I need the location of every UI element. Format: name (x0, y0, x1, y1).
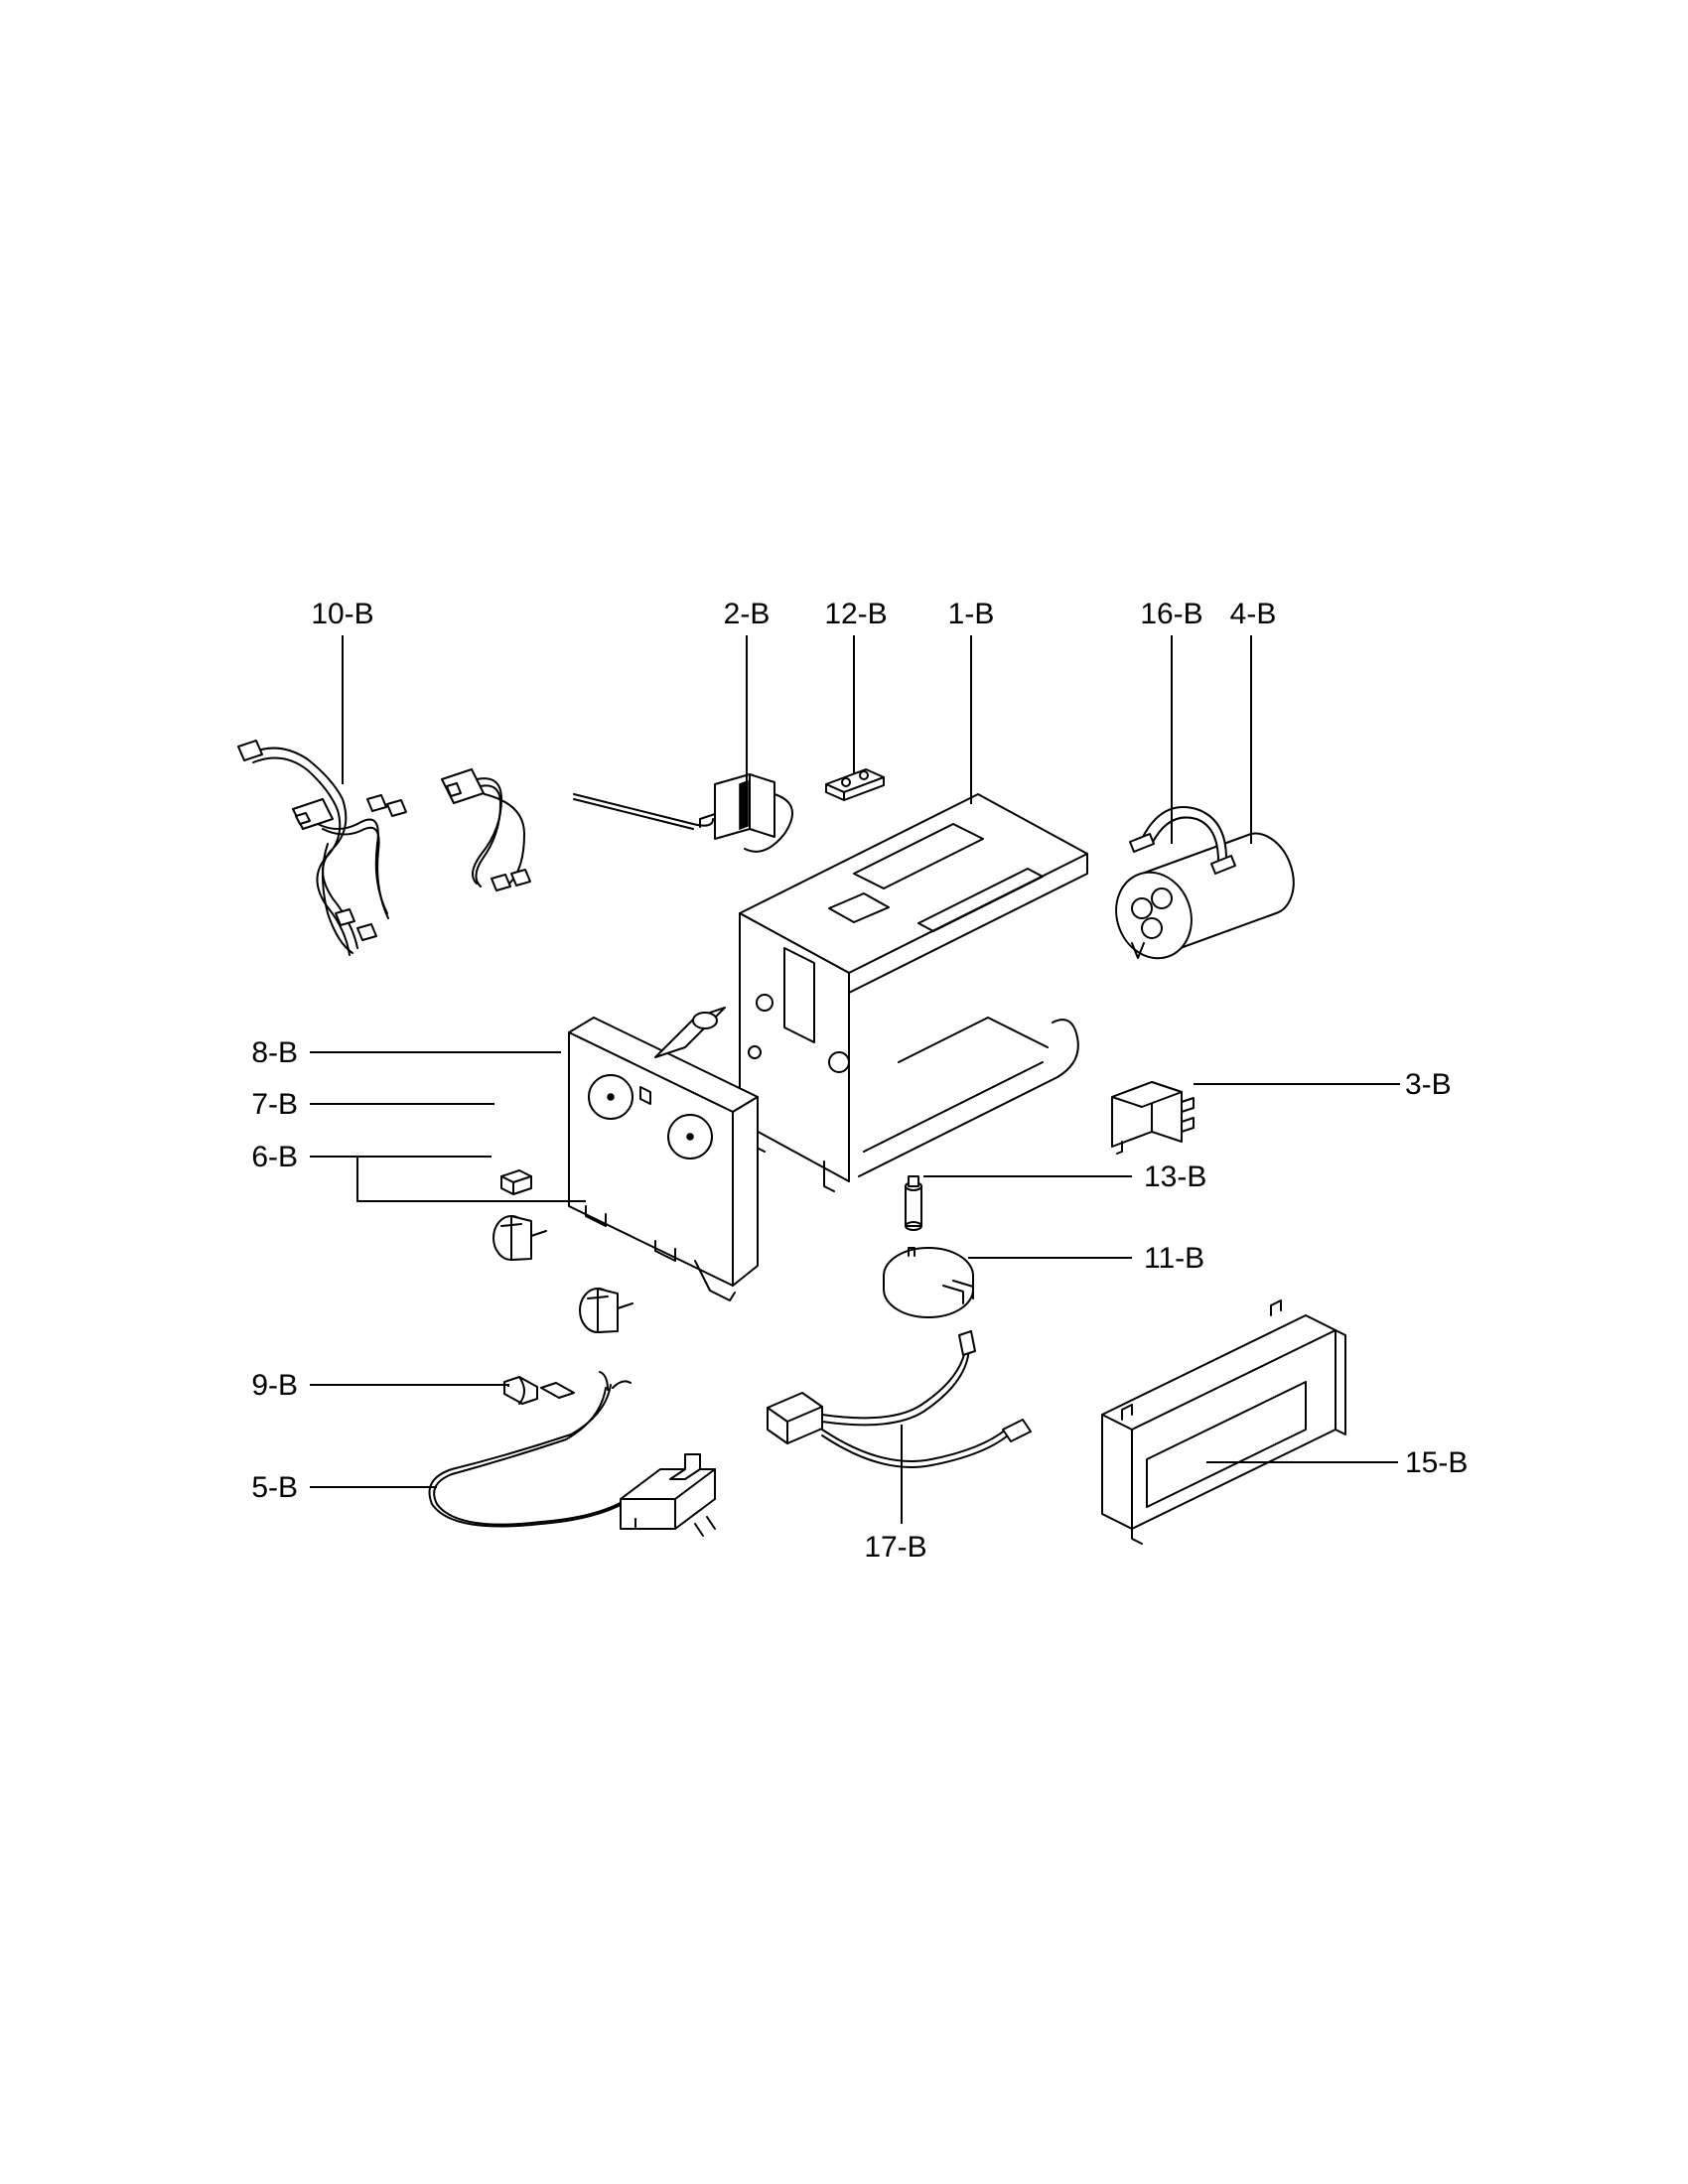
callout-2b: 2-B (724, 598, 771, 630)
part-5b-power-cord (428, 1371, 716, 1537)
callout-6b: 6-B (251, 1141, 298, 1173)
callout-1b: 1-B (948, 598, 995, 630)
part-9b-cord-clamp (503, 1376, 575, 1405)
callout-17b: 17-B (864, 1531, 926, 1564)
part-7b-small-switch (500, 1169, 532, 1195)
part-2b-thermostat (573, 773, 793, 853)
part-8b-control-bracket (568, 1007, 759, 1301)
callout-3b: 3-B (1405, 1068, 1452, 1101)
callout-11b: 11-B (1144, 1242, 1204, 1275)
part-3b-switch (1111, 1081, 1195, 1155)
callout-15b: 15-B (1405, 1446, 1468, 1479)
part-1b-chassis (739, 793, 1088, 1192)
callout-4b: 4-B (1230, 598, 1277, 630)
callout-8b: 8-B (251, 1036, 298, 1069)
callout-5b: 5-B (251, 1471, 298, 1504)
part-11b-timer-motor (883, 1247, 974, 1318)
part-10b-wire-harness (237, 740, 531, 956)
callout-7b: 7-B (251, 1088, 298, 1121)
part-6b-knob-lower (579, 1288, 633, 1333)
leader-lines (310, 635, 1400, 1524)
callout-labels: 10-B 2-B 12-B 1-B 16-B 4-B 8-B 7-B 6-B 3… (251, 598, 1468, 1564)
part-4b-capacitor (1115, 832, 1295, 960)
callout-9b: 9-B (251, 1369, 298, 1402)
part-17b-wire-harness (767, 1330, 1032, 1468)
part-6b-knob-upper (492, 1215, 547, 1261)
callout-12b: 12-B (824, 598, 887, 630)
part-15b-cover-plate (1101, 1299, 1346, 1545)
callout-13b: 13-B (1144, 1160, 1206, 1193)
callout-10b: 10-B (311, 598, 373, 630)
callout-16b: 16-B (1140, 598, 1202, 630)
part-16b-capacitor-strap (1129, 806, 1236, 875)
part-13b-plunger (905, 1175, 922, 1231)
part-12b-bracket (825, 768, 885, 801)
